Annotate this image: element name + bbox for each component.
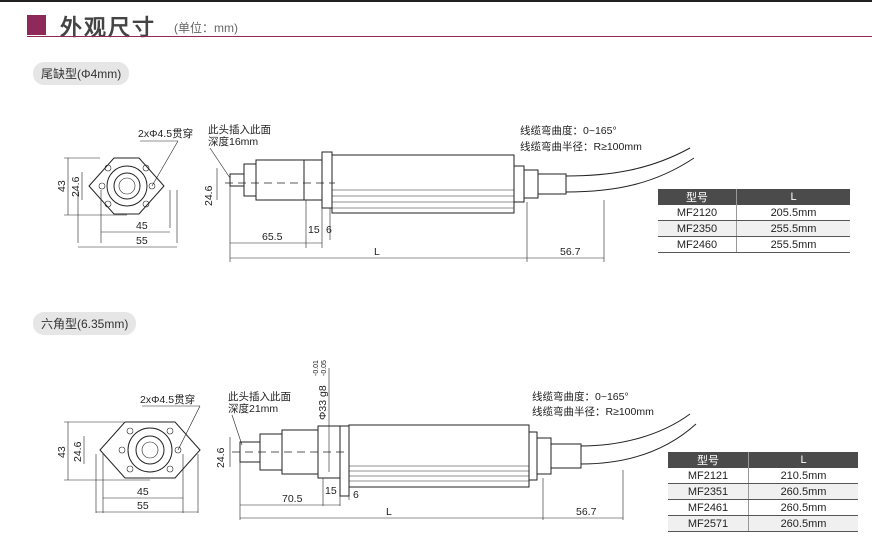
length-cell: 210.5mm (748, 468, 858, 484)
top-rule (0, 0, 872, 2)
col-header-length: L (736, 189, 850, 205)
model-cell: MF2460 (658, 236, 737, 253)
cable-bend-radius: 线缆弯曲半径：R≥100mm (520, 140, 642, 153)
dim-c: 6 (326, 224, 332, 236)
model-cell: MF2120 (658, 205, 737, 221)
col-header-model: 型号 (658, 189, 737, 205)
dim-43: 43 (56, 180, 68, 192)
length-cell: 260.5mm (748, 515, 858, 532)
tolerance-lower: -0.05 (321, 360, 328, 376)
cable-bend-angle-2: 线缆弯曲度：0~165° (532, 390, 629, 403)
header-underline (27, 36, 872, 37)
type-label-hex: 六角型(6.35mm) (33, 312, 137, 335)
dim-24-6: 24.6 (70, 176, 82, 197)
insert-note-1b: 此头插入此面 (228, 390, 291, 403)
dim-45-2: 45 (137, 486, 149, 498)
section-2-drawing: 2xΦ4.5贯穿 43 24.6 45 55 此头插入此面 深度21mm (56, 360, 697, 520)
dim-45: 45 (136, 220, 148, 232)
length-cell: 255.5mm (736, 220, 850, 237)
model-cell: MF2351 (668, 483, 749, 500)
length-cell: 260.5mm (748, 483, 858, 500)
dim-a: 65.5 (262, 231, 283, 243)
sensor-side-view-2: 此头插入此面 深度21mm Φ33 g8 -0.01 -0.05 24.6 (215, 360, 697, 520)
col-header-length: L (748, 452, 858, 468)
side-dim-24-6: 24.6 (203, 185, 215, 206)
hole-note-2: 2xΦ4.5贯穿 (140, 393, 195, 406)
side-dim-24-6-2: 24.6 (215, 447, 227, 468)
diameter-label: Φ33 g8 (317, 385, 329, 420)
dim-a-2: 70.5 (282, 493, 303, 505)
insert-note-1: 此头插入此面 (208, 123, 271, 136)
flange-front-view-1: 2xΦ4.5贯穿 43 24.6 45 55 (56, 127, 193, 248)
dim-L: L (374, 246, 380, 258)
model-cell: MF2461 (668, 499, 749, 516)
dim-L-2: L (386, 506, 392, 518)
insert-note-2b: 深度21mm (228, 402, 278, 415)
type-label-tail: 尾缺型(Φ4mm) (33, 62, 130, 85)
dim-b: 15 (308, 224, 320, 236)
tolerance-upper: -0.01 (313, 360, 320, 376)
dim-24-6-2: 24.6 (72, 441, 84, 462)
model-cell: MF2571 (668, 515, 749, 532)
sensor-side-view-1: 此头插入此面 深度16mm 24.6 65.5 15 6 (203, 123, 695, 262)
cable-bend-radius-2: 线缆弯曲半径：R≥100mm (532, 405, 654, 418)
flange-front-view-2: 2xΦ4.5贯穿 43 24.6 45 55 (56, 393, 201, 513)
length-cell: 255.5mm (736, 236, 850, 253)
dim-b-2: 15 (325, 485, 337, 497)
model-cell: MF2121 (668, 468, 749, 484)
length-cell: 205.5mm (736, 205, 850, 221)
section-1-drawing: 2xΦ4.5贯穿 43 24.6 45 55 此头插入此面 深度16mm (56, 123, 695, 262)
hole-note: 2xΦ4.5贯穿 (138, 127, 193, 140)
dim-tail-2: 56.7 (576, 506, 597, 518)
dim-55-2: 55 (137, 500, 149, 512)
dim-55: 55 (136, 235, 148, 247)
cable-bend-angle: 线缆弯曲度：0~165° (520, 124, 617, 137)
unit-note: (单位：mm) (174, 21, 238, 35)
dim-43-2: 43 (56, 446, 68, 458)
dim-tail: 56.7 (560, 246, 581, 258)
dim-c-2: 6 (353, 489, 359, 501)
header-accent-square (27, 15, 46, 35)
insert-note-2: 深度16mm (208, 135, 258, 148)
model-cell: MF2350 (658, 220, 737, 237)
col-header-model: 型号 (668, 452, 749, 468)
length-cell: 260.5mm (748, 499, 858, 516)
